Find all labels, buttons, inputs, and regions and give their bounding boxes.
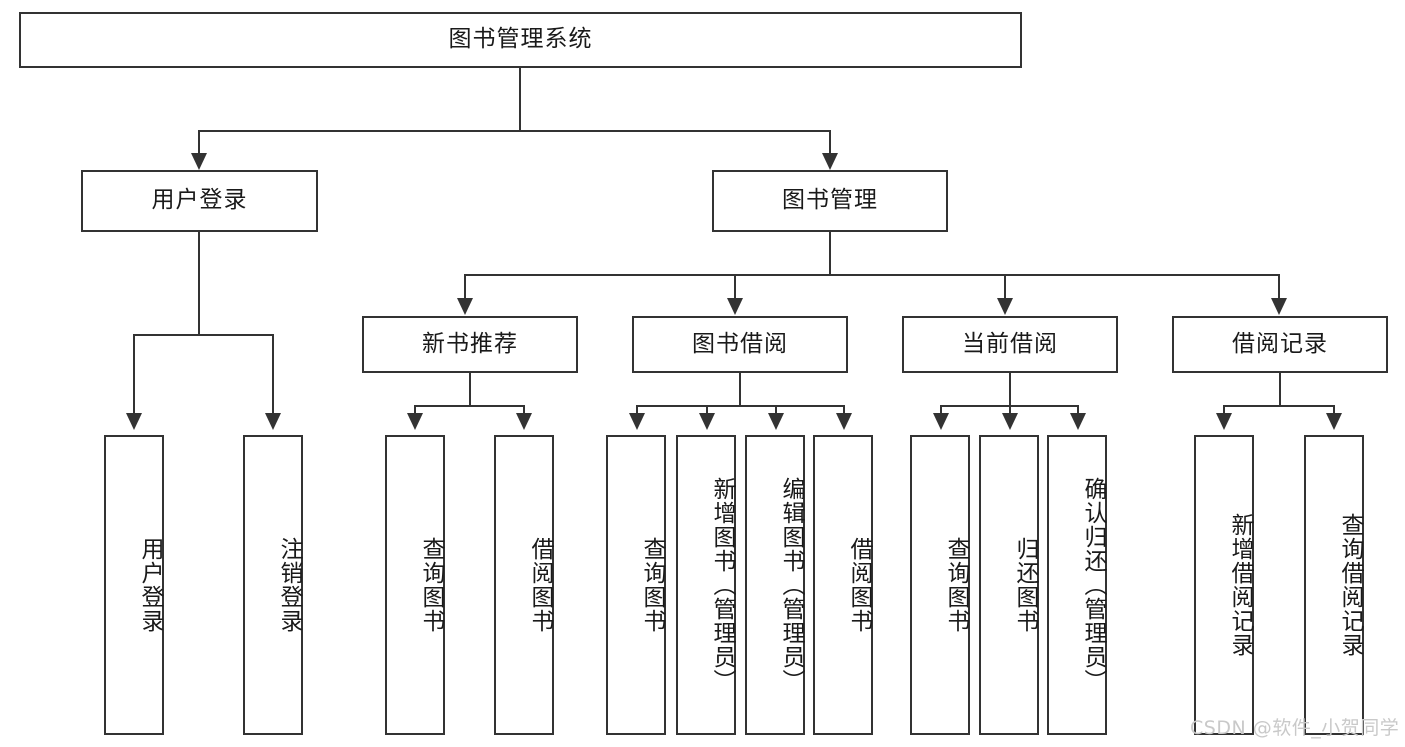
edge-recommend-drop-2 [523,405,525,416]
edge-borrow-drop-3 [775,405,777,416]
edge-current-drop-3 [1077,405,1079,416]
leaf-add-book-admin[interactable]: 新增图书（管理员） [676,435,736,735]
leaf-label: 查询图书 [639,537,665,633]
edge-level3-drop-3 [1004,274,1006,302]
leaf-add-borrow-record[interactable]: 新增借阅记录 [1194,435,1254,735]
edge-borrow-stem [739,373,741,407]
leaf-query-book-borrow[interactable]: 查询图书 [606,435,666,735]
edge-level3-drop-4 [1278,274,1280,302]
edge-level2-drop-left [198,130,200,158]
arrow-to-leaf-borrow-book-2 [836,413,852,430]
node-user-login[interactable]: 用户登录 [81,170,318,232]
leaf-label: 借阅图书 [846,537,872,633]
arrow-to-leaf-borrow-book-1 [516,413,532,430]
edge-recommend-bar [414,405,525,407]
arrow-to-book-management [822,153,838,170]
edge-record-bar [1223,405,1335,407]
arrow-to-leaf-query-book-2 [629,413,645,430]
edge-recommend-stem [469,373,471,407]
node-label: 用户登录 [151,187,248,214]
edge-level3-drop-1 [464,274,466,302]
edge-user-login-drop-1 [133,334,135,416]
leaf-confirm-return-admin[interactable]: 确认归还（管理员） [1047,435,1107,735]
edge-record-stem [1279,373,1281,407]
edge-level3-bar [464,274,1280,276]
arrow-to-new-book-recommend [457,298,473,315]
edge-user-login-bar [133,334,274,336]
leaf-return-book[interactable]: 归还图书 [979,435,1039,735]
edge-root-stem [519,68,521,131]
leaf-label: 编辑图书（管理员） [778,477,804,693]
arrow-to-borrow-record [1271,298,1287,315]
leaf-label: 注销登录 [276,537,302,633]
node-label: 图书管理 [782,187,878,214]
edge-level2-bar [198,130,831,132]
edge-user-login-stem [198,232,200,335]
arrow-to-leaf-confirm-return [1070,413,1086,430]
edge-borrow-drop-4 [843,405,845,416]
arrow-to-leaf-query-book-3 [933,413,949,430]
node-book-borrow[interactable]: 图书借阅 [632,316,848,373]
csdn-watermark: CSDN @软件_小贺同学 [1190,717,1400,739]
leaf-edit-book-admin[interactable]: 编辑图书（管理员） [745,435,805,735]
node-label: 借阅记录 [1232,330,1328,357]
arrow-to-user-login [191,153,207,170]
leaf-label: 确认归还（管理员） [1080,477,1106,693]
edge-current-stem [1009,373,1011,407]
node-label: 新书推荐 [422,330,518,357]
leaf-logout-login[interactable]: 注销登录 [243,435,303,735]
arrow-to-leaf-add-record [1216,413,1232,430]
leaf-label: 借阅图书 [527,537,553,633]
leaf-label: 查询图书 [943,537,969,633]
leaf-label: 新增借阅记录 [1227,513,1253,657]
arrow-to-current-borrow [997,298,1013,315]
edge-record-drop-2 [1333,405,1335,416]
leaf-borrow-book-recommend[interactable]: 借阅图书 [494,435,554,735]
edge-book-management-stem [829,232,831,276]
leaf-label: 用户登录 [137,537,163,633]
leaf-label: 新增图书（管理员） [709,477,735,693]
arrow-to-leaf-edit-book [768,413,784,430]
edge-current-drop-1 [940,405,942,416]
leaf-query-book-current[interactable]: 查询图书 [910,435,970,735]
leaf-user-login[interactable]: 用户登录 [104,435,164,735]
arrow-to-leaf-query-record [1326,413,1342,430]
node-label: 图书管理系统 [448,26,593,53]
leaf-query-book-recommend[interactable]: 查询图书 [385,435,445,735]
leaf-label: 查询图书 [418,537,444,633]
edge-level3-drop-2 [734,274,736,302]
edge-record-drop-1 [1223,405,1225,416]
edge-borrow-drop-2 [706,405,708,416]
arrow-to-leaf-logout [265,413,281,430]
edge-borrow-bar [636,405,845,407]
node-label: 当前借阅 [962,330,1058,357]
node-label: 图书借阅 [692,330,788,357]
leaf-label: 查询借阅记录 [1337,513,1363,657]
edge-borrow-drop-1 [636,405,638,416]
edge-user-login-drop-2 [272,334,274,416]
arrow-to-leaf-user-login [126,413,142,430]
node-current-borrow[interactable]: 当前借阅 [902,316,1118,373]
leaf-borrow-book-borrow[interactable]: 借阅图书 [813,435,873,735]
leaf-label: 归还图书 [1012,537,1038,633]
node-root-book-management-system[interactable]: 图书管理系统 [19,12,1022,68]
node-borrow-record[interactable]: 借阅记录 [1172,316,1388,373]
edge-recommend-drop-1 [414,405,416,416]
arrow-to-leaf-return-book [1002,413,1018,430]
edge-level2-drop-right [829,130,831,158]
arrow-to-leaf-query-book-1 [407,413,423,430]
edge-current-drop-2 [1009,405,1011,416]
leaf-query-borrow-record[interactable]: 查询借阅记录 [1304,435,1364,735]
node-new-book-recommend[interactable]: 新书推荐 [362,316,578,373]
arrow-to-book-borrow [727,298,743,315]
arrow-to-leaf-add-book [699,413,715,430]
node-book-management[interactable]: 图书管理 [712,170,948,232]
